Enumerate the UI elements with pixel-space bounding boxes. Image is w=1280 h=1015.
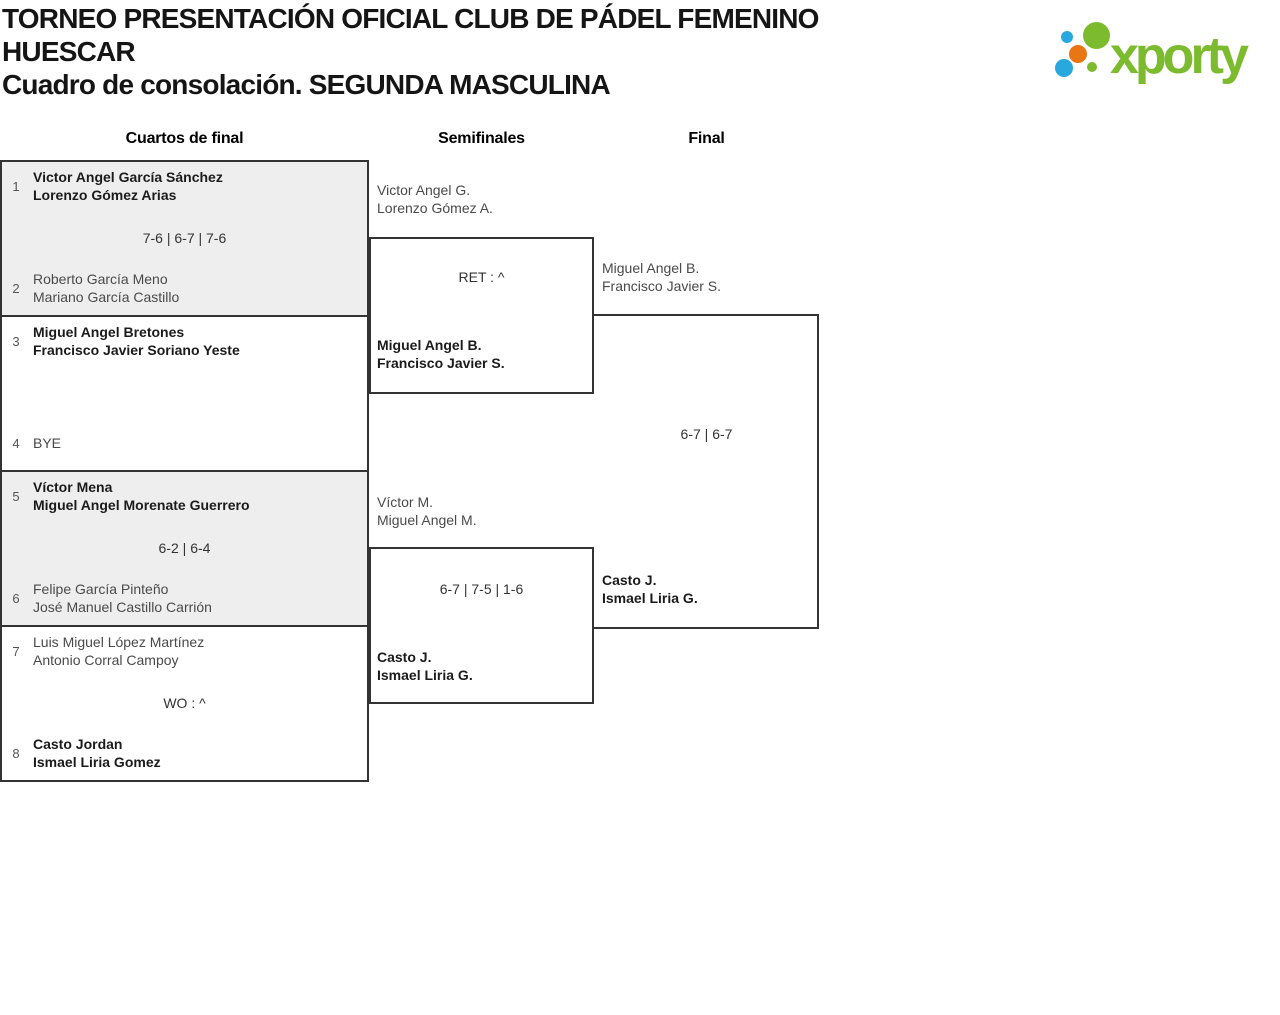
team-names: Miguel Angel B. Francisco Javier S.: [602, 259, 721, 295]
seed-number: 6: [12, 590, 20, 606]
seed-number: 5: [12, 488, 20, 504]
player-name: Miguel Angel Bretones: [33, 324, 185, 340]
player-name: Ismael Liria G.: [377, 667, 473, 683]
player-name: José Manuel Castillo Carrión: [33, 599, 212, 615]
player-name: Casto J.: [602, 572, 657, 588]
match-box-final: [594, 314, 819, 629]
team-row: 2 Roberto García Meno Mariano García Cas…: [8, 270, 361, 306]
team-row: 4 BYE: [8, 425, 361, 461]
seed-number: 7: [12, 643, 20, 659]
player-name: Miguel Angel B.: [377, 337, 482, 353]
xporty-logo-text: xporty: [1110, 27, 1249, 85]
tournament-title-line1: TORNEO PRESENTACIÓN OFICIAL CLUB DE PÁDE…: [2, 3, 819, 34]
player-name: Ismael Liria G.: [602, 590, 698, 606]
player-name: Francisco Javier Soriano Yeste: [33, 342, 240, 358]
player-name: Miguel Angel B.: [602, 260, 700, 276]
team-names: Miguel Angel B. Francisco Javier S.: [377, 336, 505, 372]
team-names: BYE: [33, 434, 61, 452]
player-name: Felipe García Pinteño: [33, 581, 169, 597]
player-name: Luis Miguel López Martínez: [33, 634, 205, 650]
match-score: 6-2 | 6-4: [158, 540, 211, 556]
team-row: 3 Miguel Angel Bretones Francisco Javier…: [8, 323, 361, 359]
player-name: Ismael Liria Gomez: [33, 754, 161, 770]
player-name: Mariano García Castillo: [33, 289, 180, 305]
seed-number: 3: [12, 333, 20, 349]
team-names: Felipe García Pinteño José Manuel Castil…: [33, 580, 212, 616]
player-name: Lorenzo Gómez A.: [377, 200, 493, 216]
player-name: BYE: [33, 435, 62, 451]
seed-number: 8: [12, 745, 20, 761]
player-name: Casto Jordan: [33, 736, 123, 752]
tournament-title-line2: HUESCAR: [2, 36, 136, 67]
team-row: 8 Casto Jordan Ismael Liria Gomez: [8, 735, 361, 771]
match-box-semifinal-1: [369, 237, 594, 394]
team-row: 7 Luis Miguel López Martínez Antonio Cor…: [8, 633, 361, 669]
team-names: Miguel Angel Bretones Francisco Javier S…: [33, 323, 240, 359]
team-names: Luis Miguel López Martínez Antonio Corra…: [33, 633, 204, 669]
player-name: Víctor M.: [377, 494, 434, 510]
team-names: Casto J. Ismael Liria G.: [377, 648, 473, 684]
round-header-semifinals: Semifinales: [438, 130, 525, 147]
player-name: Francisco Javier S.: [602, 278, 722, 294]
match-box-quarterfinal-1: 1 Victor Angel García Sánchez Lorenzo Gó…: [0, 160, 369, 317]
match-score: 6-7 | 6-7: [680, 426, 733, 442]
logo-dot-icon: [1087, 62, 1097, 72]
player-name: Casto J.: [377, 649, 432, 665]
logo-dot-icon: [1069, 45, 1087, 63]
match-box-semifinal-2: [369, 547, 594, 704]
match-score: WO : ^: [163, 695, 206, 711]
seed-number: 1: [12, 178, 20, 194]
team-row: 6 Felipe García Pinteño José Manuel Cast…: [8, 580, 361, 616]
match-score: 6-7 | 7-5 | 1-6: [439, 581, 524, 597]
match-box-quarterfinal-3: 5 Víctor Mena Miguel Angel Morenate Guer…: [0, 470, 369, 627]
round-header-final: Final: [688, 130, 725, 147]
seed-number: 2: [12, 280, 20, 296]
player-name: Lorenzo Gómez Arias: [33, 187, 177, 203]
logo-dot-icon: [1061, 31, 1073, 43]
player-name: Miguel Angel Morenate Guerrero: [33, 497, 250, 513]
page-title: TORNEO PRESENTACIÓN OFICIAL CLUB DE PÁDE…: [2, 2, 819, 101]
team-row: 5 Víctor Mena Miguel Angel Morenate Guer…: [8, 478, 361, 514]
bracket-subtitle: Cuadro de consolación. SEGUNDA MASCULINA: [2, 69, 611, 100]
team-names: Víctor M. Miguel Angel M.: [377, 493, 477, 529]
team-names: Victor Angel García Sánchez Lorenzo Góme…: [33, 168, 223, 204]
round-header-quarterfinals: Cuartos de final: [125, 130, 244, 147]
team-names: Casto Jordan Ismael Liria Gomez: [33, 735, 161, 771]
player-name: Victor Angel García Sánchez: [33, 169, 223, 185]
player-name: Roberto García Meno: [33, 271, 168, 287]
match-score: RET : ^: [458, 269, 505, 285]
seed-number: 4: [12, 435, 20, 451]
team-names: Victor Angel G. Lorenzo Gómez A.: [377, 181, 493, 217]
match-score: 7-6 | 6-7 | 7-6: [142, 230, 227, 246]
team-row: 1 Victor Angel García Sánchez Lorenzo Gó…: [8, 168, 361, 204]
player-name: Miguel Angel M.: [377, 512, 477, 528]
player-name: Francisco Javier S.: [377, 355, 505, 371]
logo-dot-icon: [1055, 59, 1073, 77]
team-names: Casto J. Ismael Liria G.: [602, 571, 698, 607]
team-names: Víctor Mena Miguel Angel Morenate Guerre…: [33, 478, 250, 514]
logo-dot-icon: [1083, 22, 1110, 49]
team-names: Roberto García Meno Mariano García Casti…: [33, 270, 179, 306]
match-box-quarterfinal-4: 7 Luis Miguel López Martínez Antonio Cor…: [0, 625, 369, 782]
player-name: Victor Angel G.: [377, 182, 471, 198]
player-name: Antonio Corral Campoy: [33, 652, 179, 668]
player-name: Víctor Mena: [33, 479, 113, 495]
match-box-quarterfinal-2: 3 Miguel Angel Bretones Francisco Javier…: [0, 315, 369, 472]
